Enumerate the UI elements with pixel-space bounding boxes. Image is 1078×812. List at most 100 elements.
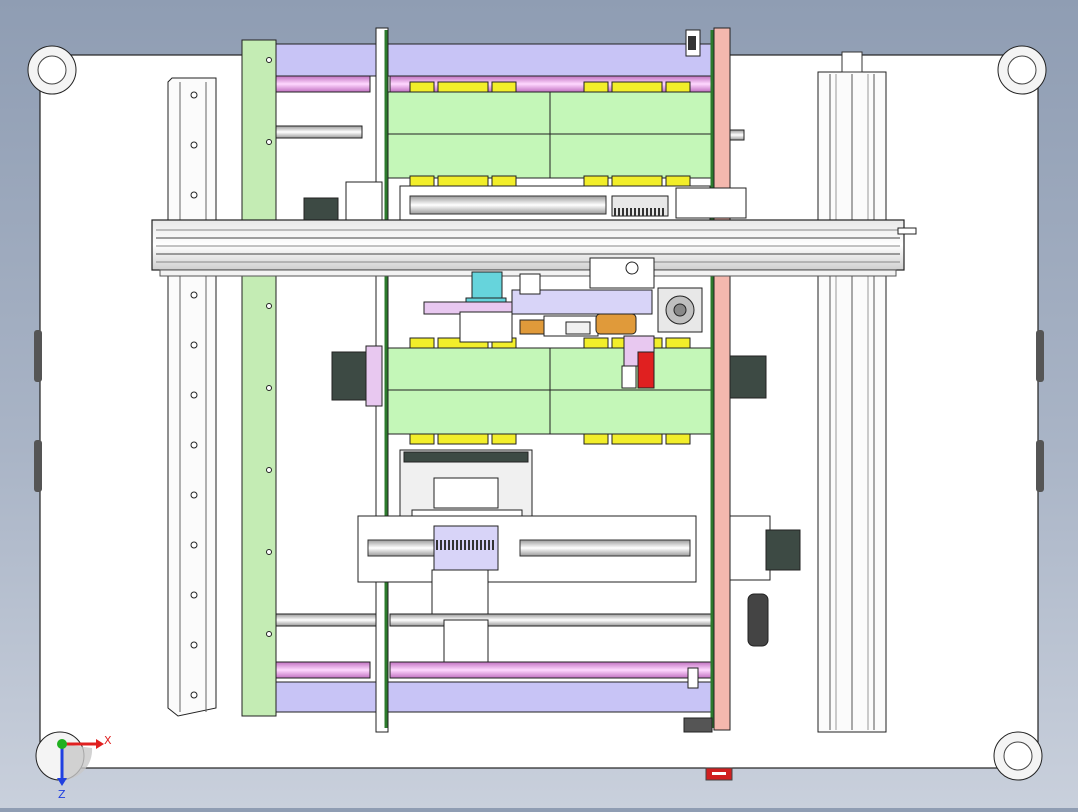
rail-bolt <box>190 441 198 449</box>
red-actuator[interactable] <box>637 351 655 389</box>
yellow-block <box>491 81 517 93</box>
green-frame-left[interactable] <box>241 39 277 717</box>
rail-bolt <box>190 91 198 99</box>
stepper-motor-mid-right[interactable] <box>729 355 767 399</box>
rail-bolt <box>190 541 198 549</box>
yellow-block <box>611 81 663 93</box>
coordinate-triad: X Z <box>57 734 112 801</box>
rack-tooth <box>456 540 458 550</box>
rack-tooth <box>638 208 640 216</box>
minus-badge-icon <box>712 772 726 775</box>
yellow-block <box>665 433 691 445</box>
yellow-block <box>491 175 517 187</box>
rack-tooth <box>630 208 632 216</box>
guide-rod-bottom-right[interactable] <box>389 613 715 627</box>
yellow-block <box>583 81 609 93</box>
frame-bolt <box>266 631 272 637</box>
rail-bolt <box>190 491 198 499</box>
rack-tooth <box>654 208 656 216</box>
yellow-block <box>665 81 691 93</box>
yellow-block <box>611 433 663 445</box>
light-green-panel-lower[interactable] <box>385 347 715 435</box>
lavender-top-plate[interactable] <box>275 43 715 77</box>
status-indicator[interactable] <box>705 767 733 781</box>
yellow-block <box>437 175 489 187</box>
yellow-block <box>437 433 489 445</box>
rack-tooth <box>484 540 486 550</box>
x-axis-label: X <box>104 734 112 747</box>
yellow-block <box>491 433 517 445</box>
yellow-block <box>583 433 609 445</box>
rail-bolt <box>190 641 198 649</box>
upper-carriage[interactable] <box>303 181 747 223</box>
pink-rod-bottom-right[interactable] <box>389 661 715 679</box>
knob-icon <box>625 261 639 275</box>
rack-tooth <box>440 540 442 550</box>
yellow-block <box>611 175 663 187</box>
z-axis-label: Z <box>58 788 66 801</box>
rail-bolt <box>190 341 198 349</box>
rack-tooth <box>492 540 494 550</box>
rail-bolt <box>190 691 198 699</box>
stepper-motor-lower-right[interactable] <box>765 529 801 571</box>
corner-foot-top-left <box>27 45 77 95</box>
rail-bolt <box>190 391 198 399</box>
orange-pulley[interactable] <box>595 313 637 335</box>
rack-tooth <box>488 540 490 550</box>
rack-tooth <box>634 208 636 216</box>
pink-rod-bottom-left[interactable] <box>275 661 371 679</box>
yellow-block <box>665 337 691 349</box>
light-green-panel-upper[interactable] <box>385 91 715 179</box>
horizontal-gantry-beam[interactable] <box>151 219 917 277</box>
yellow-block <box>437 81 489 93</box>
rack-tooth <box>464 540 466 550</box>
rack-tooth <box>646 208 648 216</box>
left-linear-rail[interactable] <box>167 77 217 717</box>
cyan-block[interactable] <box>471 271 503 301</box>
yellow-block <box>665 175 691 187</box>
lower-carriage[interactable] <box>357 449 801 663</box>
rack-tooth <box>618 208 620 216</box>
rack-tooth <box>460 540 462 550</box>
salmon-side-plate[interactable] <box>713 27 731 731</box>
corner-foot-bottom-right <box>993 731 1043 781</box>
y-axis-dot-icon <box>57 739 67 749</box>
rack-tooth <box>658 208 660 216</box>
pink-rod-top-left[interactable] <box>275 75 371 93</box>
rack-tooth <box>650 208 652 216</box>
frame-bolt <box>266 139 272 145</box>
bottom-bracket <box>687 667 699 689</box>
orange-coupling[interactable] <box>519 319 545 335</box>
guide-rod-bottom-left[interactable] <box>275 613 377 627</box>
side-tab <box>1036 440 1044 492</box>
guide-rod-top[interactable] <box>275 125 363 139</box>
right-extrusion-column[interactable] <box>817 51 887 733</box>
adjustment-knob-icon[interactable] <box>747 593 769 647</box>
column-fitting <box>841 51 863 73</box>
yellow-block <box>409 337 435 349</box>
lower-fixture[interactable] <box>443 619 489 663</box>
stepper-motor-mid-left[interactable] <box>331 351 369 401</box>
yellow-block <box>409 433 435 445</box>
rack-tooth <box>480 540 482 550</box>
bottom-bracket-dark <box>683 717 713 733</box>
frame-bolt <box>266 385 272 391</box>
tool-head-assembly[interactable] <box>423 257 703 389</box>
stepper-motor-upper-left[interactable] <box>303 197 339 223</box>
rail-bolt <box>190 141 198 149</box>
rack-tooth <box>452 540 454 550</box>
rack-tooth <box>614 208 616 216</box>
frame-bolt <box>266 57 272 63</box>
frame-bolt <box>266 549 272 555</box>
rack-tooth <box>476 540 478 550</box>
rack-tooth <box>472 540 474 550</box>
lavender-bottom-plate[interactable] <box>275 681 715 713</box>
frame-bolt <box>266 467 272 473</box>
rack-tooth <box>468 540 470 550</box>
rail-bolt <box>190 591 198 599</box>
corner-foot-top-right <box>997 45 1047 95</box>
rail-bolt <box>190 291 198 299</box>
yellow-block <box>583 337 609 349</box>
